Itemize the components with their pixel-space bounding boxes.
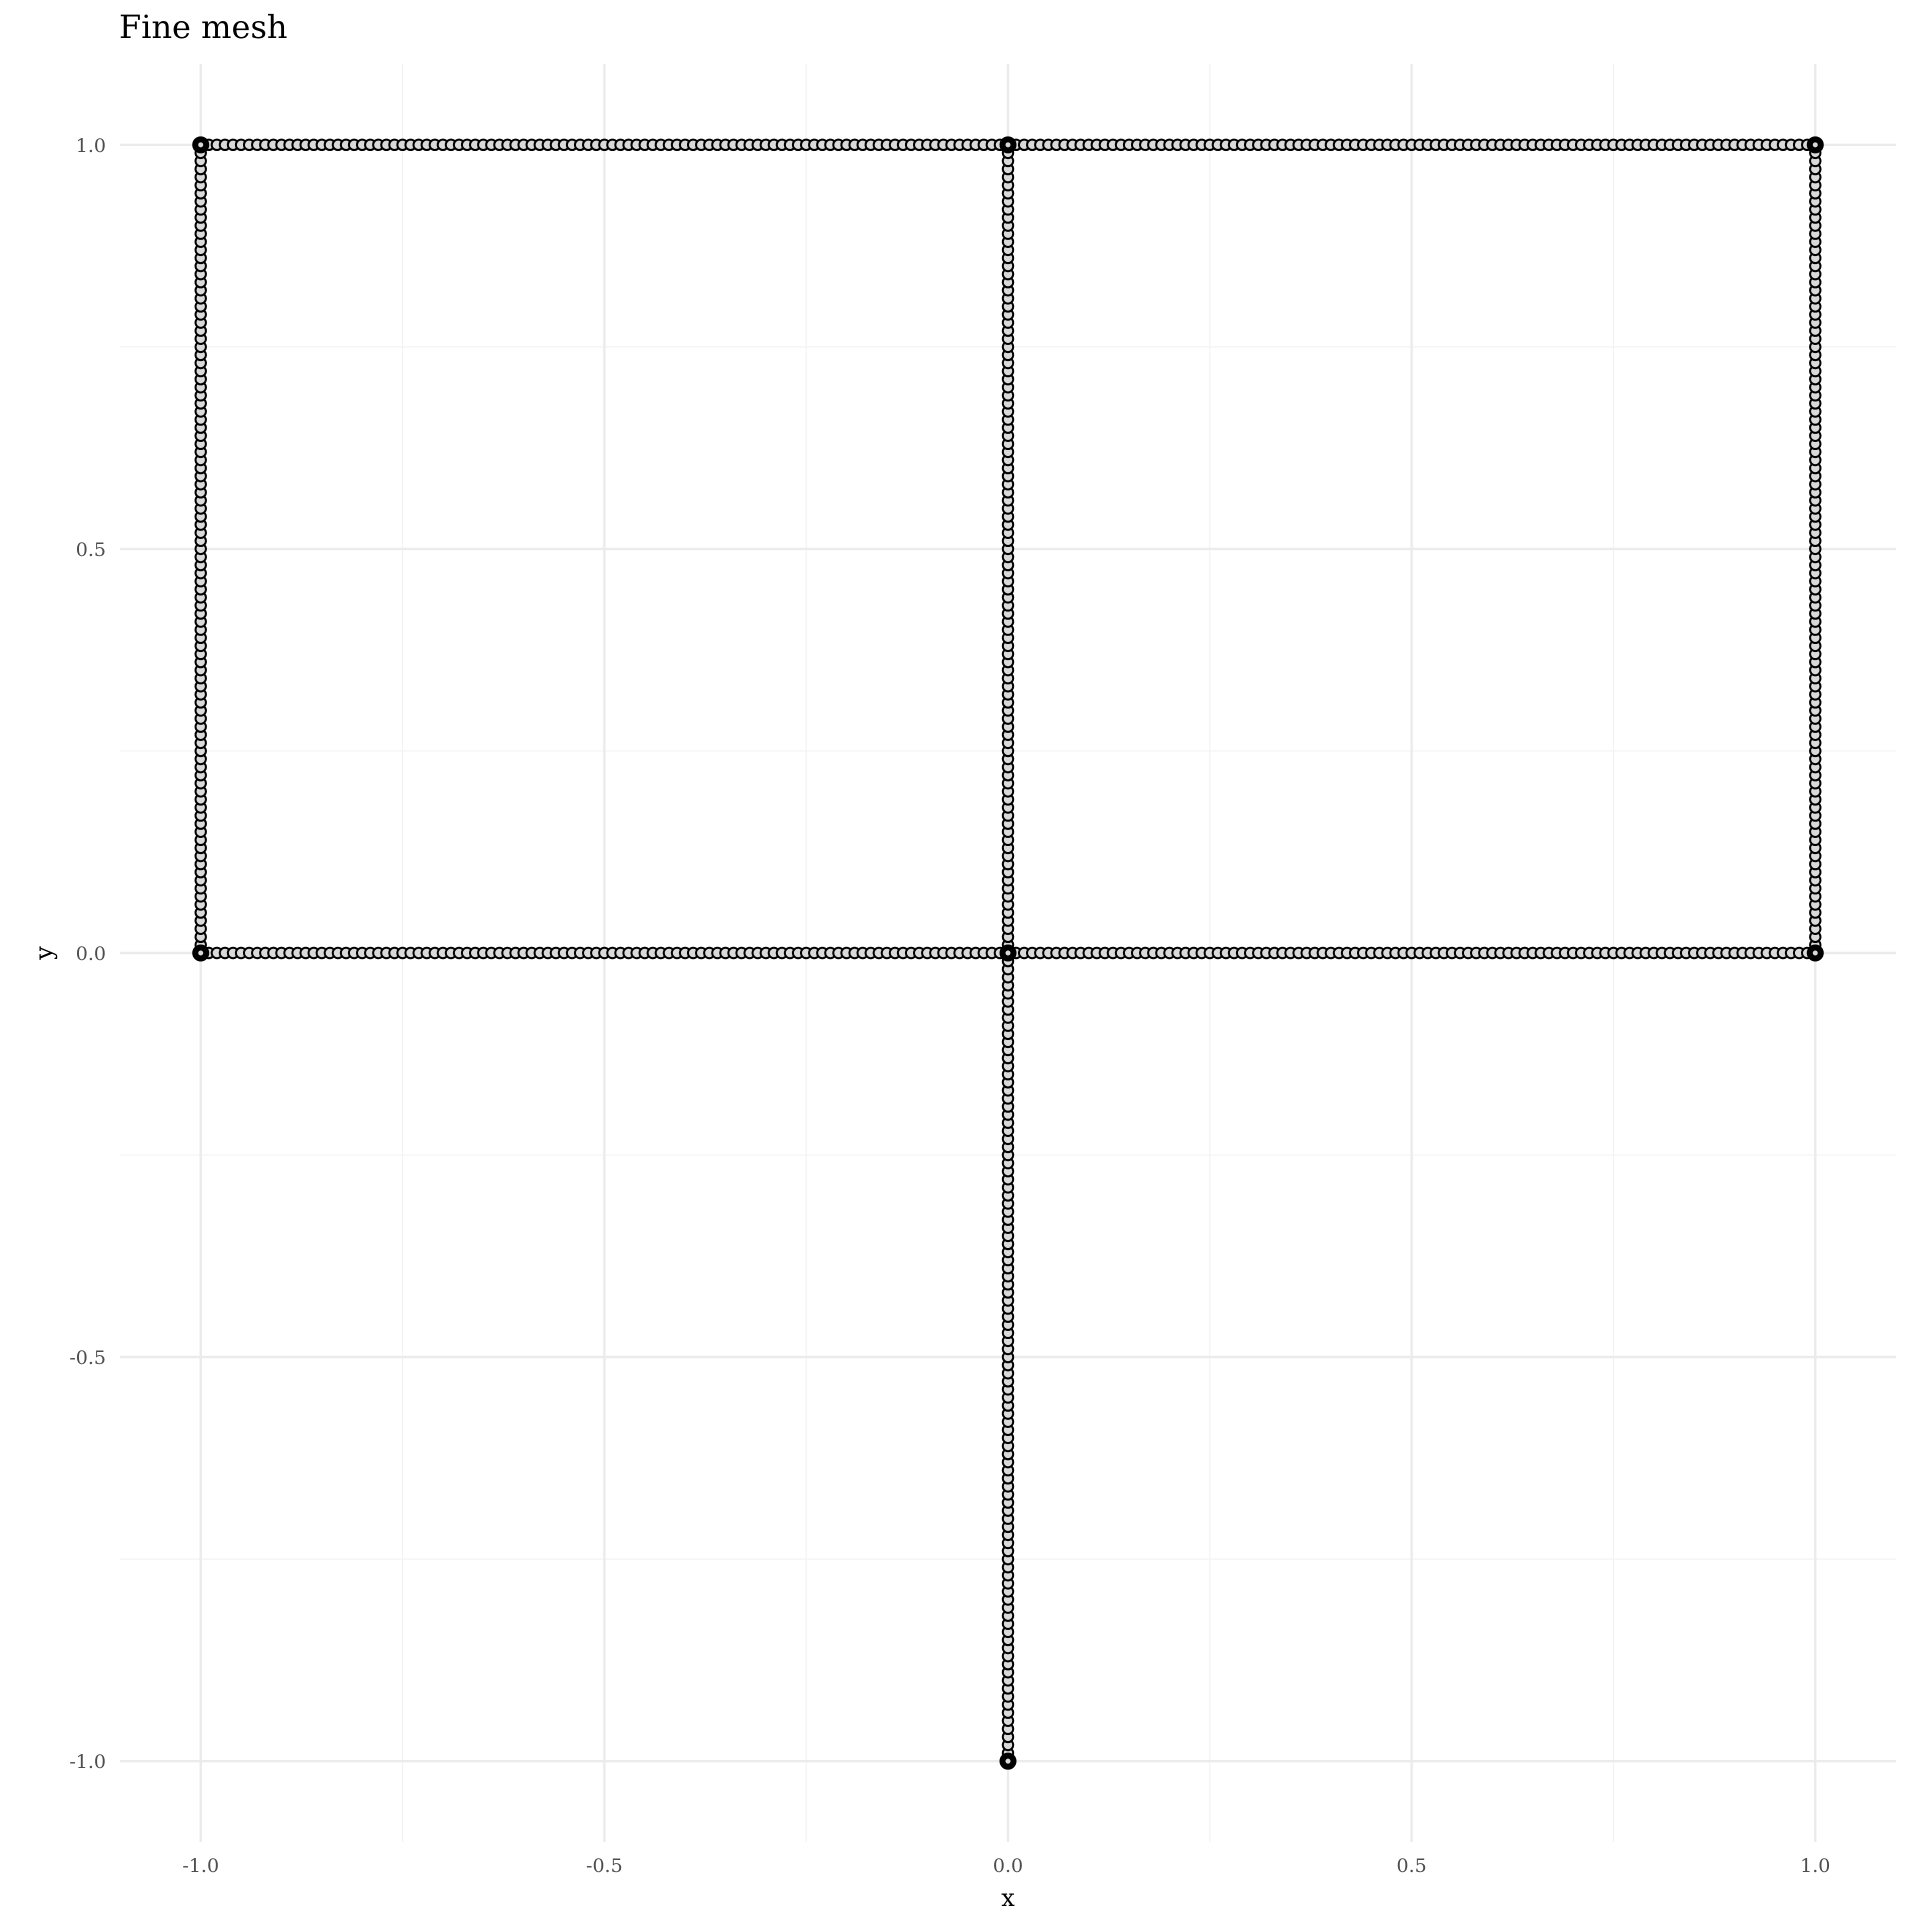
y-axis-label: y — [30, 946, 58, 961]
y-tick-label: 0.0 — [76, 943, 106, 965]
y-tick-label: -1.0 — [69, 1751, 106, 1773]
x-tick-label: 0.0 — [993, 1855, 1023, 1877]
x-tick-label: 1.0 — [1800, 1855, 1830, 1877]
chart-title: Fine mesh — [119, 8, 287, 46]
mesh-vertex-center — [1003, 948, 1013, 958]
mesh — [192, 136, 1824, 1770]
x-tick-label: -0.5 — [586, 1855, 623, 1877]
y-tick-labels: -1.0 -0.5 0.0 0.5 1.0 — [69, 135, 106, 1773]
mesh-vertex-center — [1003, 1756, 1013, 1766]
y-tick-label: -0.5 — [69, 1347, 106, 1369]
y-tick-label: 1.0 — [76, 135, 106, 157]
mesh-vertex-center — [196, 948, 206, 958]
mesh-vertex-center — [1003, 140, 1013, 150]
mesh-vertex-center — [1810, 140, 1820, 150]
y-tick-label: 0.5 — [76, 539, 106, 561]
mesh-vertex-center — [196, 140, 206, 150]
x-tick-label: 0.5 — [1397, 1855, 1427, 1877]
x-axis-label: x — [1001, 1884, 1015, 1912]
x-tick-labels: -1.0 -0.5 0.0 0.5 1.0 — [182, 1855, 1830, 1877]
mesh-vertex-center — [1810, 948, 1820, 958]
x-tick-label: -1.0 — [182, 1855, 219, 1877]
